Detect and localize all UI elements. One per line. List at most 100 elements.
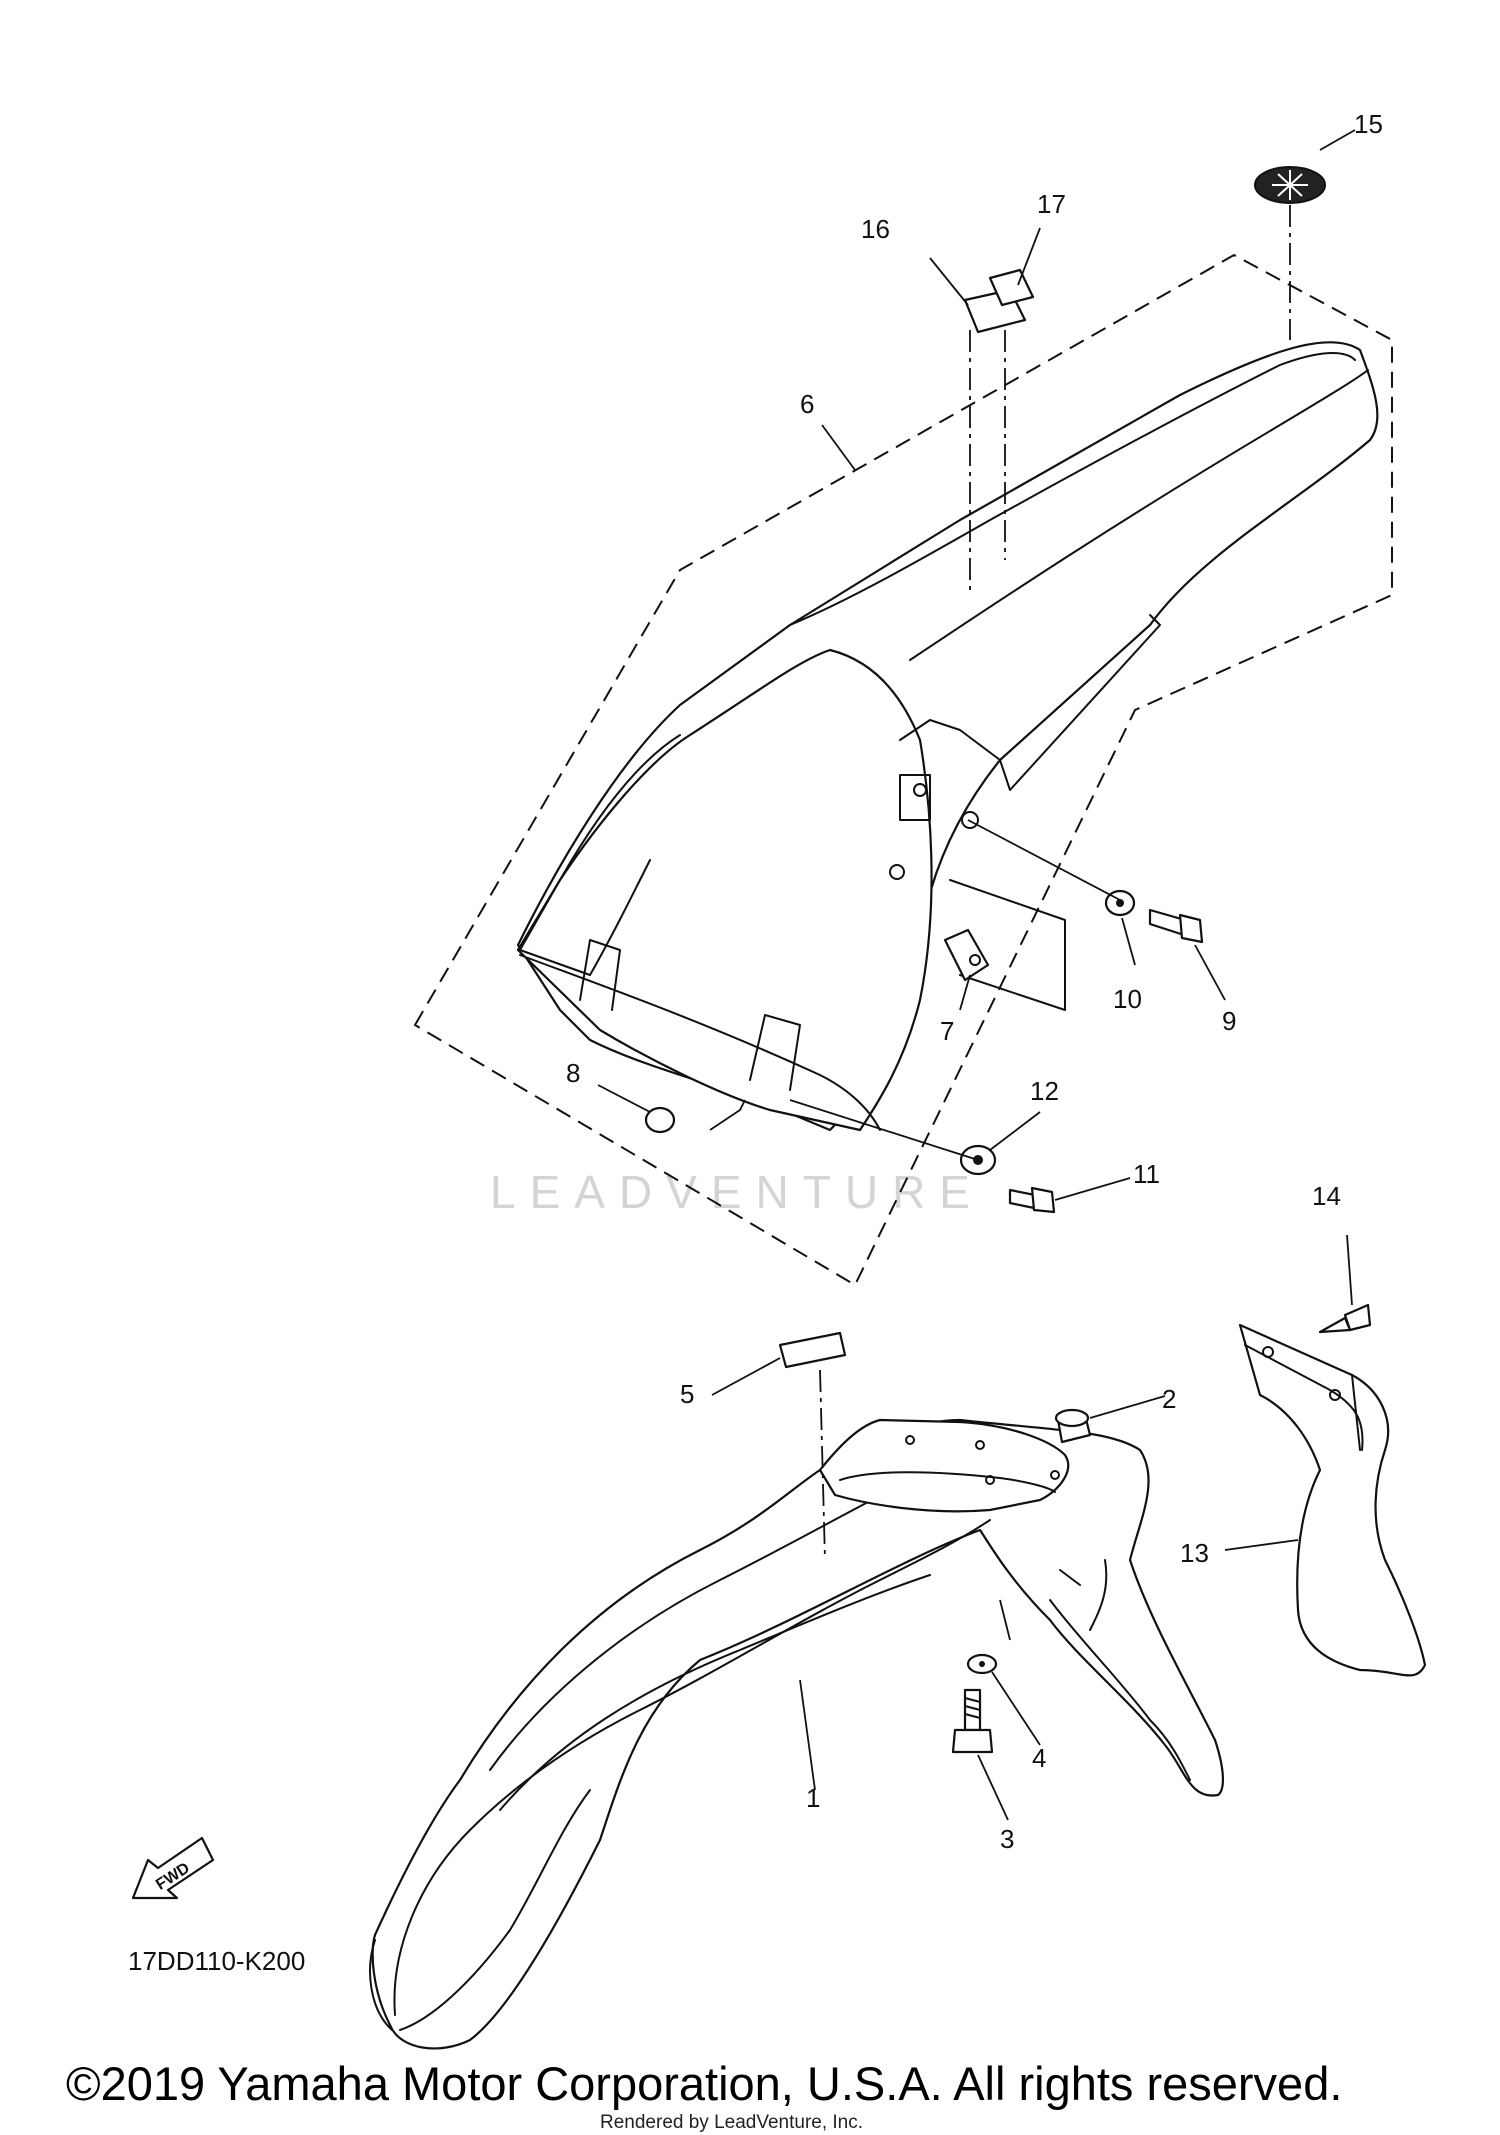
rear-fender-inner-panel (516, 648, 933, 1132)
callout-12: 12 (1030, 1076, 1059, 1106)
part-12-install-line (789, 1099, 979, 1161)
rear-fender-notch (899, 719, 1001, 761)
part-14-screw-tip (1318, 1316, 1352, 1334)
leader-13 (1224, 1539, 1299, 1551)
part-3-thread (964, 1697, 981, 1719)
callout-16: 16 (861, 214, 890, 244)
part-7-hole (969, 954, 981, 966)
leader-12 (989, 1111, 1041, 1151)
rendered-by-credit: Rendered by LeadVenture, Inc. (600, 2112, 863, 2133)
leader-16 (929, 257, 969, 306)
leader-8 (597, 1084, 651, 1113)
rear-fender-bottom-edge (519, 954, 881, 1131)
front-fender-hole-b (975, 1440, 985, 1450)
front-fender-body (371, 1418, 1224, 2050)
rear-fender-hole (889, 864, 905, 880)
rear-fender-bolt-hole (961, 811, 979, 829)
leader-11 (1054, 1177, 1131, 1201)
rear-fender-mount-bracket (899, 774, 931, 821)
callout-10: 10 (1113, 984, 1142, 1014)
front-fender-nose-tip (369, 1939, 393, 2031)
leader-10 (1121, 917, 1136, 966)
rear-fender-crest-line (789, 352, 1356, 626)
rear-fender-hardware (644, 819, 1204, 1214)
rear-fender-group (413, 253, 1393, 1287)
front-fender-boss-inner (839, 1471, 1056, 1493)
part-11-bolt-shank (1008, 1188, 1037, 1210)
part-11-bolt-head (1030, 1186, 1056, 1214)
callout-5: 5 (680, 1379, 694, 1409)
leader-5 (711, 1357, 781, 1396)
callout-2: 2 (1162, 1384, 1176, 1414)
part-10-washer-hole (1116, 899, 1124, 907)
callout-9: 9 (1222, 1006, 1236, 1036)
rear-fender-inner-edge (909, 369, 1369, 661)
callout-11: 11 (1133, 1159, 1160, 1189)
rear-fender-plate (949, 879, 1066, 1011)
leader-17 (1017, 227, 1041, 286)
fork-guard-hole-bottom (1329, 1389, 1341, 1401)
front-fender-mount-boss (818, 1418, 1070, 1513)
leader-9 (1194, 944, 1226, 1001)
part-3-bolt-head (951, 1728, 994, 1754)
part-2-collar-top (1054, 1408, 1090, 1428)
emblem-fork-lines (1272, 170, 1308, 200)
front-fender-left-crease (393, 1519, 991, 2016)
watermark-text: LEADVENTURE (490, 1166, 984, 1218)
leader-1 (799, 1679, 816, 1791)
front-fender-rear-leg (1049, 1559, 1191, 1781)
front-fender-hole-c (985, 1475, 995, 1485)
fwd-arrow-icon (131, 1836, 215, 1900)
front-fender-center-crease (489, 1469, 931, 1771)
callout-15: 15 (1354, 109, 1383, 139)
front-fender-hole-a (905, 1435, 915, 1445)
leader-2 (1089, 1395, 1166, 1419)
leader-14 (1346, 1234, 1353, 1306)
callout-3: 3 (1000, 1824, 1014, 1854)
copyright-notice: ©2019 Yamaha Motor Corporation, U.S.A. A… (66, 2057, 1342, 2110)
callout-17: 17 (1037, 189, 1066, 219)
leader-7 (959, 974, 971, 1011)
rear-fender-slot (913, 783, 927, 797)
leader-3 (977, 1754, 1009, 1821)
part-5-label (778, 1331, 847, 1369)
part-8-grommet (644, 1106, 676, 1134)
part-5-install-line (819, 1369, 826, 1561)
callout-numbers: 1 2 3 4 5 6 7 8 9 10 11 12 13 14 15 16 1… (566, 109, 1383, 1854)
callout-1: 1 (806, 1783, 820, 1813)
callout-4: 4 (1032, 1743, 1046, 1773)
callout-14: 14 (1312, 1181, 1341, 1211)
leader-6 (821, 424, 856, 471)
front-fender-group (369, 1331, 1224, 2050)
front-fender-hole-d (1050, 1470, 1060, 1480)
leader-4 (991, 1671, 1041, 1746)
part-10-install-line (967, 819, 1121, 901)
rear-fender-tab-right (749, 1014, 801, 1091)
leader-15 (1319, 129, 1356, 151)
emblem-decal-15 (1254, 166, 1326, 340)
part-7-nut-clip (943, 928, 990, 982)
callout-13: 13 (1180, 1538, 1209, 1568)
front-fender-lower-edge (399, 1789, 591, 2031)
part-4-washer-hole (979, 1661, 985, 1667)
fork-guard-edge (1244, 1344, 1364, 1451)
fork-guard-hole-top (1262, 1346, 1274, 1358)
callout-7: 7 (940, 1016, 954, 1046)
rear-fender-tail-edge (999, 614, 1161, 791)
part-8-install-line (709, 1099, 746, 1131)
callout-leaders (597, 129, 1356, 1821)
fork-guard-body (1238, 1323, 1427, 1677)
diagram-code: 17DD110-K200 (128, 1946, 305, 1976)
front-fender-inner-crease (499, 1574, 931, 1811)
front-fender-hardware (951, 1408, 1092, 1754)
label-pads-16-17 (963, 268, 1035, 590)
fork-guard-group (1238, 1303, 1427, 1677)
fwd-arrow: FWD (131, 1836, 215, 1900)
rear-fender-tab-left (579, 939, 621, 1011)
part-9-bolt-head (1178, 913, 1204, 944)
part-4-install-line (999, 1599, 1011, 1641)
rear-fender-assembly-boundary (413, 253, 1393, 1287)
callout-6: 6 (800, 389, 814, 419)
callout-8: 8 (566, 1058, 580, 1088)
